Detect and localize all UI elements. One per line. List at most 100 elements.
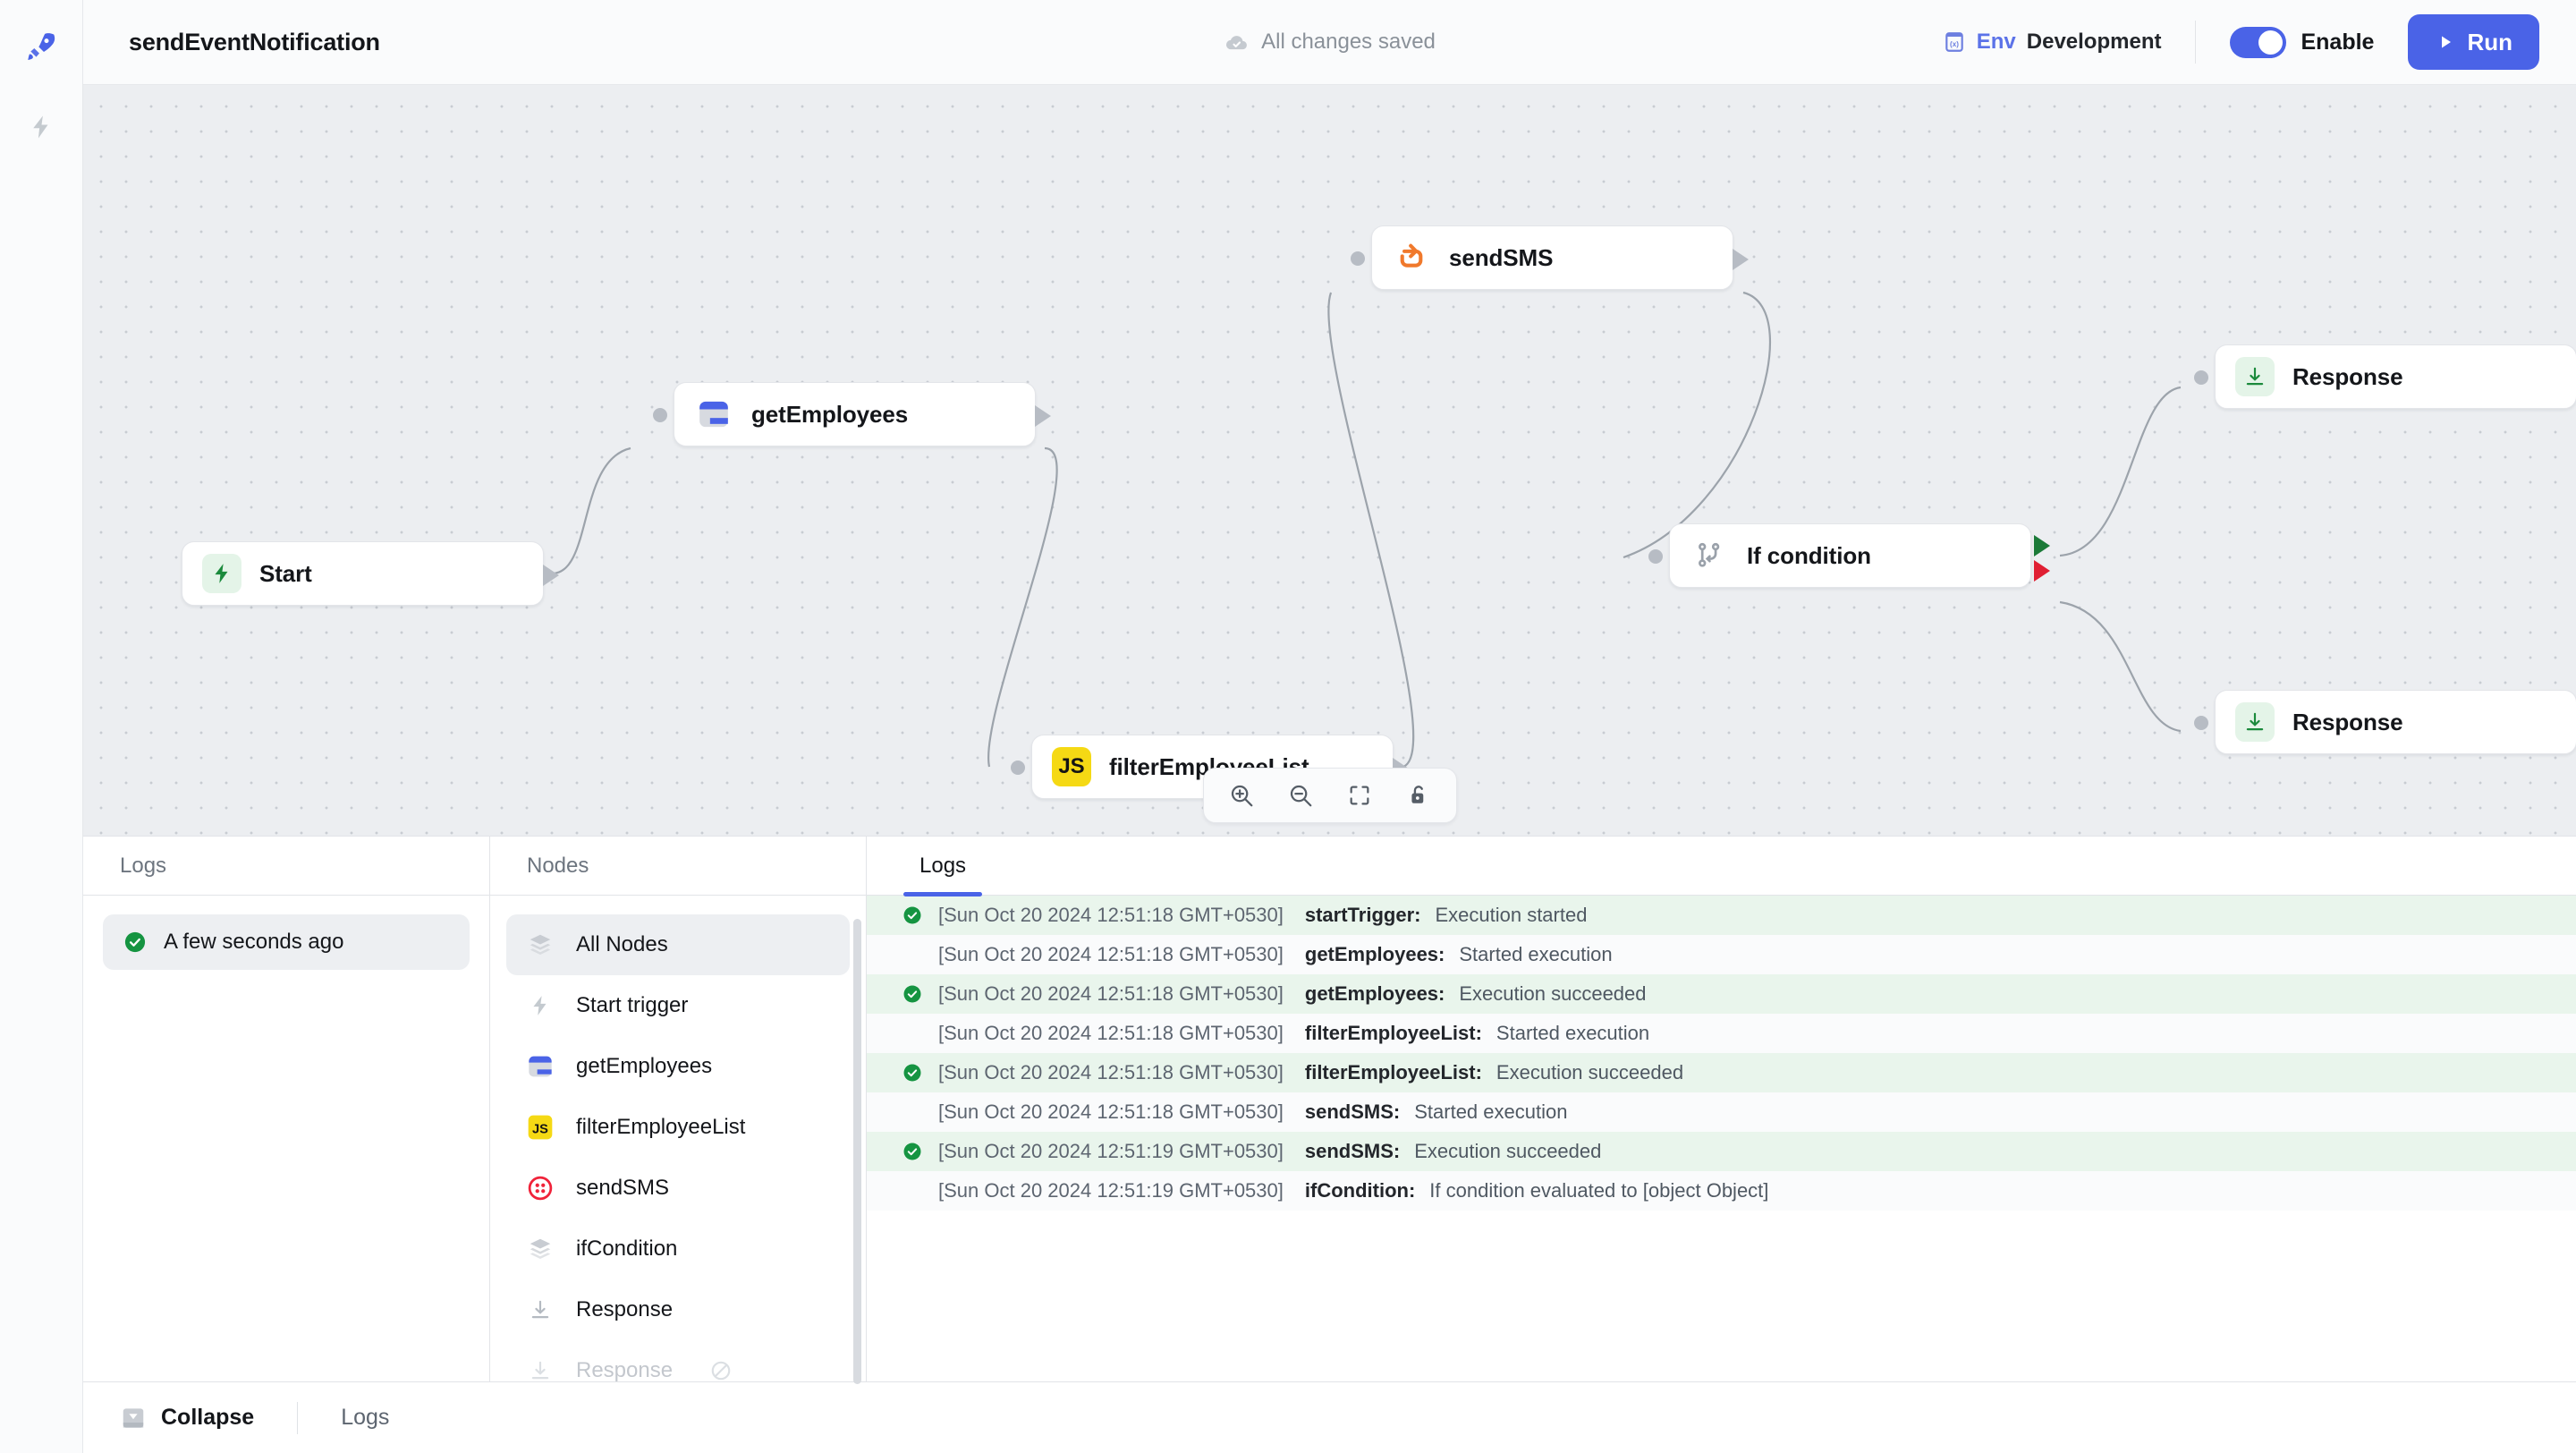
run-button[interactable]: Run xyxy=(2408,14,2539,70)
node-list-item-response-2[interactable]: Response xyxy=(506,1340,850,1381)
enable-toggle-group[interactable]: Enable xyxy=(2230,26,2375,58)
zoom-out-icon[interactable] xyxy=(1283,777,1318,813)
enable-toggle-label: Enable xyxy=(2301,29,2375,55)
node-input-handle[interactable] xyxy=(1351,251,1365,266)
env-selector[interactable]: (x) Env Development xyxy=(1943,30,2161,55)
node-list-item-label: filterEmployeeList xyxy=(576,1115,746,1139)
node-list-item-label: Response xyxy=(576,1358,674,1381)
top-header: sendEventNotification All changes saved … xyxy=(83,0,2576,85)
collapse-panel-icon xyxy=(123,1407,144,1428)
run-list-item[interactable]: A few seconds ago xyxy=(103,914,470,970)
unlock-icon[interactable] xyxy=(1401,777,1436,813)
node-list-item-ifCondition[interactable]: ifCondition xyxy=(506,1219,850,1279)
edge-filter-to-sendSMS xyxy=(1327,292,1415,769)
header-divider xyxy=(2195,21,2197,64)
node-list-item-getEmployees[interactable]: getEmployees xyxy=(506,1036,850,1097)
node-list-item-response-1[interactable]: Response xyxy=(506,1279,850,1340)
canvas-zoom-controls xyxy=(1202,768,1457,823)
canvas-node-ifCondition[interactable]: If condition xyxy=(1648,523,2050,588)
canvas-node-response-1[interactable]: Response xyxy=(2194,344,2576,409)
nodes-list: All Nodes Start trigger xyxy=(490,896,866,1381)
js-icon: JS xyxy=(524,1111,556,1143)
node-list-item-label: Response xyxy=(576,1297,674,1321)
log-timestamp: [Sun Oct 20 2024 12:51:18 GMT+0530] xyxy=(938,982,1284,1005)
log-timestamp: [Sun Oct 20 2024 12:51:19 GMT+0530] xyxy=(938,1179,1284,1202)
page-title: sendEventNotification xyxy=(129,28,380,55)
toggle-knob xyxy=(2258,30,2284,55)
app-logo[interactable] xyxy=(18,23,64,70)
node-input-handle[interactable] xyxy=(1648,549,1663,564)
bottom-footer: Collapse Logs xyxy=(83,1381,2576,1453)
node-input-handle[interactable] xyxy=(2194,370,2208,385)
log-node-name: ifCondition: xyxy=(1304,1179,1416,1202)
log-node-name: filterEmployeeList: xyxy=(1304,1022,1482,1044)
node-output-handle[interactable] xyxy=(1733,249,1749,270)
tab-logs[interactable]: Logs xyxy=(903,837,983,896)
edge-if-false-to-response2 xyxy=(2059,600,2182,733)
canvas-node-getEmployees[interactable]: getEmployees xyxy=(653,382,1051,446)
twilio-icon xyxy=(524,1172,556,1204)
nodes-list-scrollbar[interactable] xyxy=(853,919,861,1384)
node-output-handle-false[interactable] xyxy=(2034,560,2050,582)
log-timestamp: [Sun Oct 20 2024 12:51:18 GMT+0530] xyxy=(938,904,1284,926)
collapse-button[interactable]: Collapse xyxy=(120,1405,254,1432)
svg-text:JS: JS xyxy=(532,1123,548,1137)
run-button-label: Run xyxy=(2467,28,2512,55)
log-row: [Sun Oct 20 2024 12:51:18 GMT+0530] send… xyxy=(867,1092,2576,1132)
node-list-item-filterEmployeeList[interactable]: JS filterEmployeeList xyxy=(506,1097,850,1158)
success-check-icon xyxy=(124,931,146,953)
enable-toggle[interactable] xyxy=(2230,26,2287,58)
node-output-handle-true[interactable] xyxy=(2034,535,2050,557)
git-branch-icon xyxy=(1690,536,1729,575)
logs-list: [Sun Oct 20 2024 12:51:18 GMT+0530] star… xyxy=(867,896,2576,1381)
log-timestamp: [Sun Oct 20 2024 12:51:19 GMT+0530] xyxy=(938,1140,1284,1162)
footer-logs-tab[interactable]: Logs xyxy=(341,1405,390,1430)
log-message: Execution succeeded xyxy=(1459,982,1647,1005)
nodes-pane-title: Nodes xyxy=(527,853,589,878)
response-icon xyxy=(524,1355,556,1381)
edge-sendSMS-to-ifCondition xyxy=(1623,291,1772,559)
log-message: Started execution xyxy=(1496,1022,1650,1044)
log-node-name: getEmployees: xyxy=(1304,943,1445,965)
header-actions: (x) Env Development Enable Run xyxy=(1943,14,2576,70)
node-output-handle[interactable] xyxy=(543,565,559,586)
log-row: [Sun Oct 20 2024 12:51:19 GMT+0530] ifCo… xyxy=(867,1171,2576,1211)
success-check-icon xyxy=(901,1062,924,1083)
log-timestamp: [Sun Oct 20 2024 12:51:18 GMT+0530] xyxy=(938,1100,1284,1123)
log-node-name: startTrigger: xyxy=(1304,904,1421,926)
log-timestamp: [Sun Oct 20 2024 12:51:18 GMT+0530] xyxy=(938,1022,1284,1044)
node-input-handle[interactable] xyxy=(2194,716,2208,730)
runs-pane-header: Logs xyxy=(83,837,489,896)
log-node-name: getEmployees: xyxy=(1304,982,1445,1005)
canvas-node-label: sendSMS xyxy=(1449,243,1554,271)
nodes-pane: Nodes All Nodes xyxy=(490,837,867,1384)
log-message: Execution succeeded xyxy=(1496,1061,1684,1083)
node-list-item-sendSMS[interactable]: sendSMS xyxy=(506,1158,850,1219)
node-input-handle[interactable] xyxy=(1011,760,1025,775)
canvas-node-sendSMS[interactable]: sendSMS xyxy=(1351,225,1749,290)
cloud-check-icon xyxy=(1225,36,1247,50)
canvas-node-label: getEmployees xyxy=(751,400,909,428)
collapse-button-label: Collapse xyxy=(161,1405,255,1430)
node-list-item-all-nodes[interactable]: All Nodes xyxy=(506,914,850,975)
save-status-text: All changes saved xyxy=(1261,30,1436,54)
node-list-item-label: getEmployees xyxy=(576,1054,713,1078)
runs-pane-title: Logs xyxy=(120,853,167,878)
node-input-handle[interactable] xyxy=(653,408,667,422)
canvas-node-start[interactable]: Start xyxy=(182,541,559,606)
edge-if-true-to-response1 xyxy=(2059,386,2182,557)
svg-text:(x): (x) xyxy=(1950,40,1959,48)
node-output-handle[interactable] xyxy=(1035,405,1051,427)
zoom-in-icon[interactable] xyxy=(1224,777,1259,813)
canvas-node-response-2[interactable]: Response xyxy=(2194,690,2576,754)
flow-canvas[interactable]: Start getEmployees xyxy=(83,85,2576,836)
lightning-bolt-icon xyxy=(33,115,48,139)
fit-view-icon[interactable] xyxy=(1342,777,1377,813)
edge-getEmployees-to-filter xyxy=(987,446,1058,768)
node-list-item-start-trigger[interactable]: Start trigger xyxy=(506,975,850,1036)
log-message: Execution succeeded xyxy=(1414,1140,1602,1162)
sidebar-item-triggers[interactable] xyxy=(18,104,64,150)
log-row: [Sun Oct 20 2024 12:51:19 GMT+0530] send… xyxy=(867,1132,2576,1171)
layers-icon xyxy=(524,1233,556,1265)
